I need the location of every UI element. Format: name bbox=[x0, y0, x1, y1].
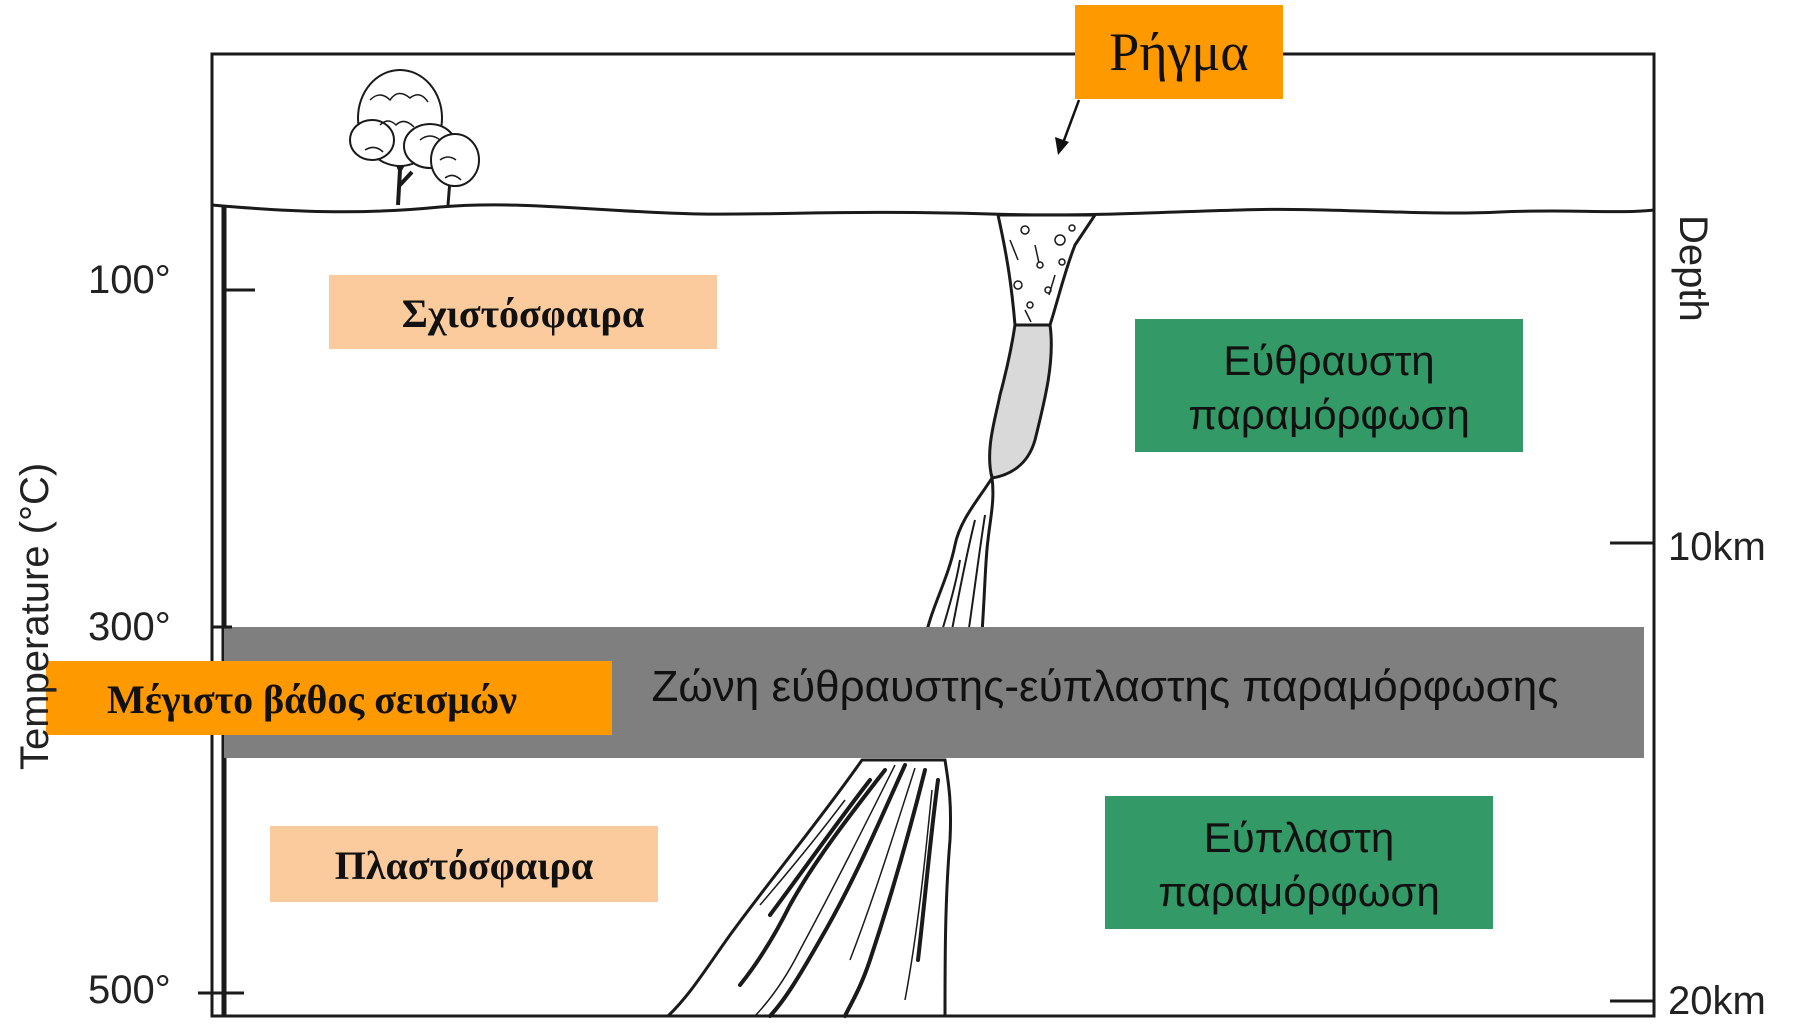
right-tick-label: 10km bbox=[1668, 525, 1766, 569]
schistosphere-label: Σχιστόσφαιρα bbox=[402, 291, 644, 336]
max-depth-label: Μέγιστο βάθος σεισμών bbox=[107, 677, 517, 722]
ductile-deformation-line2: παραμόρφωση bbox=[1158, 868, 1440, 915]
right-tick-label: 20km bbox=[1668, 979, 1766, 1019]
right-axis-title: Depth bbox=[1671, 215, 1715, 322]
ductile-deformation-line1: Εύπλαστη bbox=[1204, 814, 1394, 861]
left-tick-label: 100° bbox=[88, 258, 171, 302]
fault-zone bbox=[668, 215, 1095, 1016]
brittle-deformation-line1: Εύθραυστη bbox=[1223, 337, 1434, 384]
plastosphere-label: Πλαστόσφαιρα bbox=[335, 843, 593, 888]
fault-shear-zone bbox=[668, 760, 951, 1016]
arrow-icon bbox=[1055, 100, 1079, 155]
left-axis-title: Temperature (°C) bbox=[13, 463, 57, 770]
transition-zone-label: Ζώνη εύθραυστης-εύπλαστης παραμόρφωσης bbox=[652, 662, 1559, 711]
fault-breccia-upper bbox=[998, 215, 1095, 325]
left-tick-label: 500° bbox=[88, 968, 171, 1012]
tree-icon bbox=[350, 70, 479, 205]
ground-surface bbox=[212, 205, 1654, 215]
fault-label: Ρήγμα bbox=[1109, 22, 1248, 82]
brittle-deformation-line2: παραμόρφωση bbox=[1188, 391, 1470, 438]
fault-gouge bbox=[990, 325, 1052, 478]
left-tick-label: 300° bbox=[88, 605, 171, 649]
